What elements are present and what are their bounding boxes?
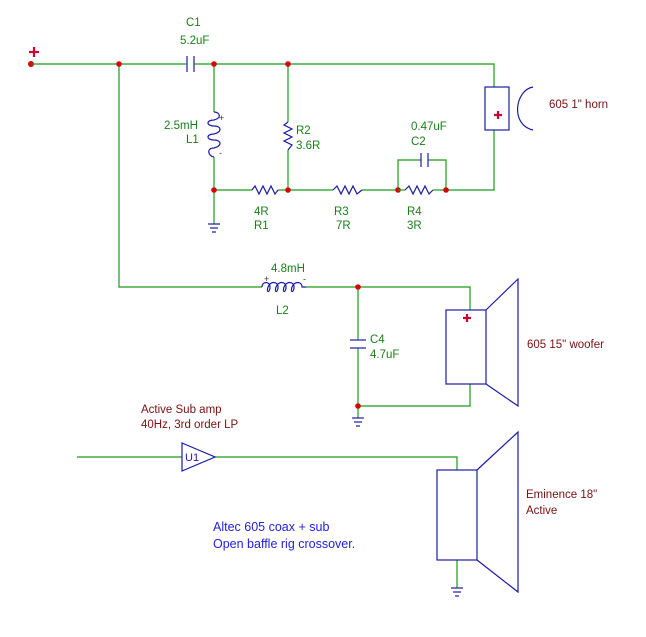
r4-ref-label: R4 bbox=[407, 206, 422, 218]
inductor-l2: + - bbox=[261, 274, 306, 293]
resistor-r4 bbox=[398, 184, 440, 196]
title-line2: Open baffle rig crossover. bbox=[213, 537, 355, 551]
r1-ref-label: R1 bbox=[254, 220, 269, 232]
svg-text:-: - bbox=[219, 148, 222, 158]
svg-text:+: + bbox=[264, 274, 269, 284]
horn-label: 605 1" horn bbox=[549, 99, 608, 111]
c2-value-label: 0.47uF bbox=[411, 121, 447, 133]
r3-value-label: 7R bbox=[336, 220, 351, 232]
c1-value-label: 5.2uF bbox=[180, 35, 209, 47]
inductor-l1: + - bbox=[207, 111, 224, 158]
r3-ref-label: R3 bbox=[334, 206, 349, 218]
nodes bbox=[116, 61, 449, 409]
resistor-r1 bbox=[251, 184, 279, 196]
sub-amp-label-line2: 40Hz, 3rd order LP bbox=[141, 419, 238, 431]
c1-ref-label: C1 bbox=[186, 17, 201, 29]
capacitor-c2 bbox=[420, 153, 429, 167]
sub-amp-label-line1: Active Sub amp bbox=[141, 404, 222, 416]
amplifier-u1-icon bbox=[181, 442, 217, 472]
capacitor-c4 bbox=[350, 339, 366, 349]
svg-text:-: - bbox=[303, 274, 306, 284]
ground-symbol-c4 bbox=[352, 417, 364, 427]
r4-value-label: 3R bbox=[407, 220, 422, 232]
l1-ref-label: L1 bbox=[186, 134, 199, 146]
l2-ref-label: L2 bbox=[276, 305, 289, 317]
r2-ref-label: R2 bbox=[296, 125, 311, 137]
sub-speaker-icon bbox=[436, 430, 519, 594]
ground-symbol-sub bbox=[451, 587, 463, 597]
c4-ref-label: C4 bbox=[370, 334, 385, 346]
resistor-r3 bbox=[332, 184, 363, 196]
r2-value-label: 3.6R bbox=[296, 140, 320, 152]
ground-symbol-l1 bbox=[208, 223, 220, 233]
resistor-r2 bbox=[282, 121, 294, 151]
c2-ref-label: C2 bbox=[411, 136, 426, 148]
c4-value-label: 4.7uF bbox=[370, 349, 399, 361]
capacitor-c1 bbox=[183, 56, 199, 72]
l2-value-label: 4.8mH bbox=[271, 263, 305, 275]
horn-driver-icon bbox=[484, 86, 534, 131]
sub-speaker-label-line1: Eminence 18" bbox=[526, 489, 597, 501]
r1-value-label: 4R bbox=[254, 206, 269, 218]
woofer-label: 605 15" woofer bbox=[527, 339, 604, 351]
svg-text:+: + bbox=[219, 113, 224, 123]
title-line1: Altec 605 coax + sub bbox=[213, 520, 329, 534]
wires bbox=[31, 63, 495, 588]
sub-speaker-label-line2: Active bbox=[526, 505, 557, 517]
woofer-speaker-icon bbox=[445, 277, 519, 408]
l1-value-label: 2.5mH bbox=[164, 120, 198, 132]
u1-ref-label: U1 bbox=[185, 452, 199, 464]
